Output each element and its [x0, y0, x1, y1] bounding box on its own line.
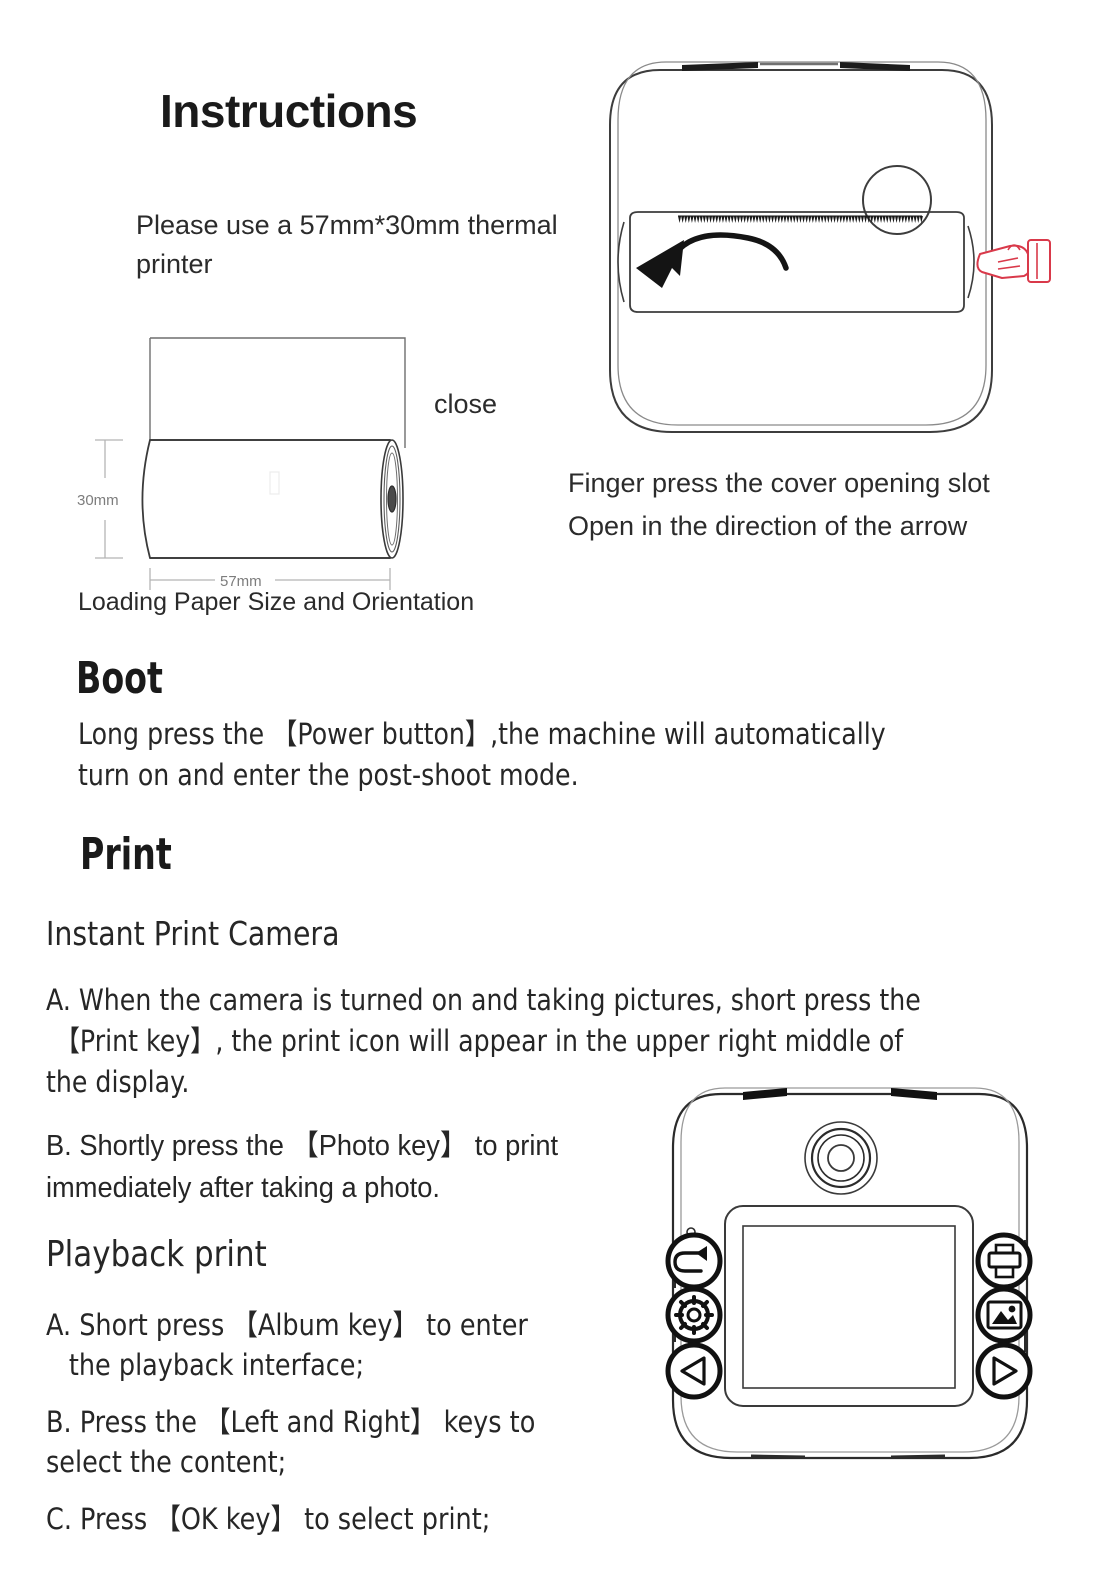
boot-heading: Boot	[76, 653, 163, 704]
printer-icon	[987, 1243, 1022, 1279]
gear-icon	[674, 1295, 714, 1335]
playback-step-a-line-2: the playback interface;	[68, 1348, 365, 1382]
paper-intro-text: Please use a 57mm*30mm thermal printer	[136, 210, 558, 279]
camera-button-right[interactable]	[975, 1342, 1033, 1400]
boot-body-text: Long press the 【Power button】,the machin…	[78, 717, 886, 792]
pointing-hand-icon	[976, 239, 1051, 283]
printer-instruction-line-2: Open in the direction of the arrow	[568, 511, 968, 541]
paper-diagram-caption: Loading Paper Size and Orientation	[78, 588, 475, 616]
playback-print-heading: Playback print	[46, 1234, 267, 1275]
right-triangle-icon	[992, 1356, 1018, 1386]
paper-roll-diagram: 30mm 57mm	[77, 337, 406, 590]
playback-step-a-line-1: A. Short press 【Album key】 to enter	[46, 1308, 528, 1342]
printer-back-diagram	[609, 61, 1051, 433]
print-item-a: A. When the camera is turned on and taki…	[46, 980, 1073, 1103]
close-label: close	[434, 389, 498, 419]
lcd-screen	[742, 1225, 956, 1389]
camera-lens	[804, 1121, 878, 1195]
playback-step-b-line-2: select the content;	[46, 1445, 287, 1479]
list-item: B. Press the 【Left and Right】 keys to se…	[46, 1402, 653, 1482]
camera-button-album[interactable]	[975, 1286, 1033, 1344]
top-shutter-buttons	[743, 1088, 787, 1100]
camera-button-left[interactable]	[665, 1342, 723, 1400]
print-item-a-line-3: the display.	[46, 1065, 190, 1099]
camera-button-print[interactable]	[975, 1232, 1033, 1290]
camera-button-settings[interactable]	[665, 1286, 723, 1344]
list-item: A. Short press 【Album key】 to enter the …	[46, 1305, 653, 1385]
playback-step-b-line-1: B. Press the 【Left and Right】 keys to	[46, 1405, 536, 1439]
instant-print-camera-subheading: Instant Print Camera	[46, 914, 340, 953]
playback-steps-list: A. Short press 【Album key】 to enter the …	[46, 1305, 653, 1556]
dimension-width-label: 57mm	[220, 573, 262, 590]
page-title: Instructions	[160, 85, 418, 137]
camera-button-back[interactable]	[665, 1232, 723, 1290]
camera-front-diagram	[665, 1087, 1033, 1460]
playback-step-c-line-1: C. Press 【OK key】 to select print;	[46, 1502, 491, 1536]
print-heading: Print	[80, 829, 172, 880]
printer-instruction-line-1: Finger press the cover opening slot	[568, 468, 990, 498]
printer-instruction-text: Finger press the cover opening slot Open…	[568, 462, 1068, 548]
print-item-b: B. Shortly press the 【Photo key】 to prin…	[46, 1130, 559, 1204]
photo-icon	[986, 1300, 1023, 1330]
print-item-a-line-2: 【Print key】, the print icon will appear …	[54, 1024, 904, 1058]
print-item-a-line-1: A. When the camera is turned on and taki…	[46, 983, 921, 1017]
list-item: C. Press 【OK key】 to select print;	[46, 1499, 653, 1539]
left-triangle-icon	[680, 1356, 706, 1386]
dimension-height-label: 30mm	[77, 492, 119, 509]
